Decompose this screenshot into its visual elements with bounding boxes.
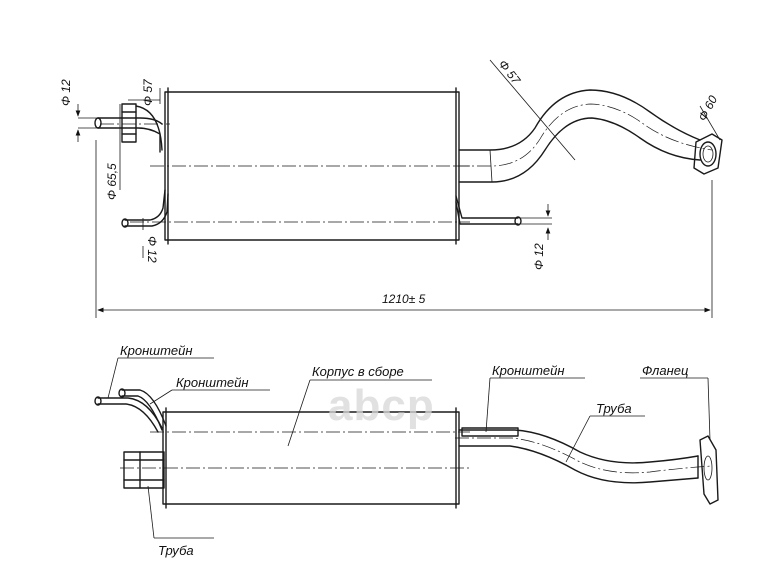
- side-left-brackets: [94, 388, 167, 433]
- top-dimensions: [75, 59, 721, 318]
- label-pipe-left: Труба: [158, 543, 194, 558]
- dim-inlet-lower: Φ 12: [145, 236, 159, 263]
- top-outlet-pipe: [455, 89, 713, 183]
- top-flange: [693, 133, 723, 175]
- top-outlet-lower-pipe: [455, 195, 522, 226]
- dim-flange: Φ 60: [695, 93, 720, 123]
- top-inlet-pipe: [94, 103, 163, 153]
- dim-inlet-large: Φ 65,5: [105, 163, 119, 200]
- side-leaders: [107, 357, 711, 539]
- dim-inlet-sleeve: Φ 57: [141, 78, 155, 106]
- side-flange: [697, 435, 719, 505]
- label-bracket-1: Кронштейн: [120, 343, 193, 358]
- top-lower-left-bracket: [121, 189, 169, 228]
- side-view: Кронштейн Кронштейн Корпус в сборе Кронш…: [94, 343, 719, 558]
- label-body: Корпус в сборе: [312, 364, 404, 379]
- top-view: Φ 12 Φ 57 Φ 65,5 Φ 12 Φ 57 Φ 60 Φ 12 121…: [59, 57, 723, 318]
- dim-outlet-pipe: Φ 57: [496, 57, 524, 88]
- label-bracket-3: Кронштейн: [492, 363, 565, 378]
- dim-outlet-lower: Φ 12: [532, 243, 546, 270]
- label-flange: Фланец: [642, 363, 688, 378]
- dim-length: 1210± 5: [382, 292, 426, 306]
- watermark-logo: abcp: [328, 381, 435, 430]
- label-pipe-right: Труба: [596, 401, 632, 416]
- side-outlet-pipe: [455, 427, 713, 484]
- side-inlet-pipe: [123, 451, 165, 489]
- dim-inlet-pipe: Φ 12: [59, 79, 73, 106]
- side-muffler-body: [162, 411, 460, 505]
- label-bracket-2: Кронштейн: [176, 375, 249, 390]
